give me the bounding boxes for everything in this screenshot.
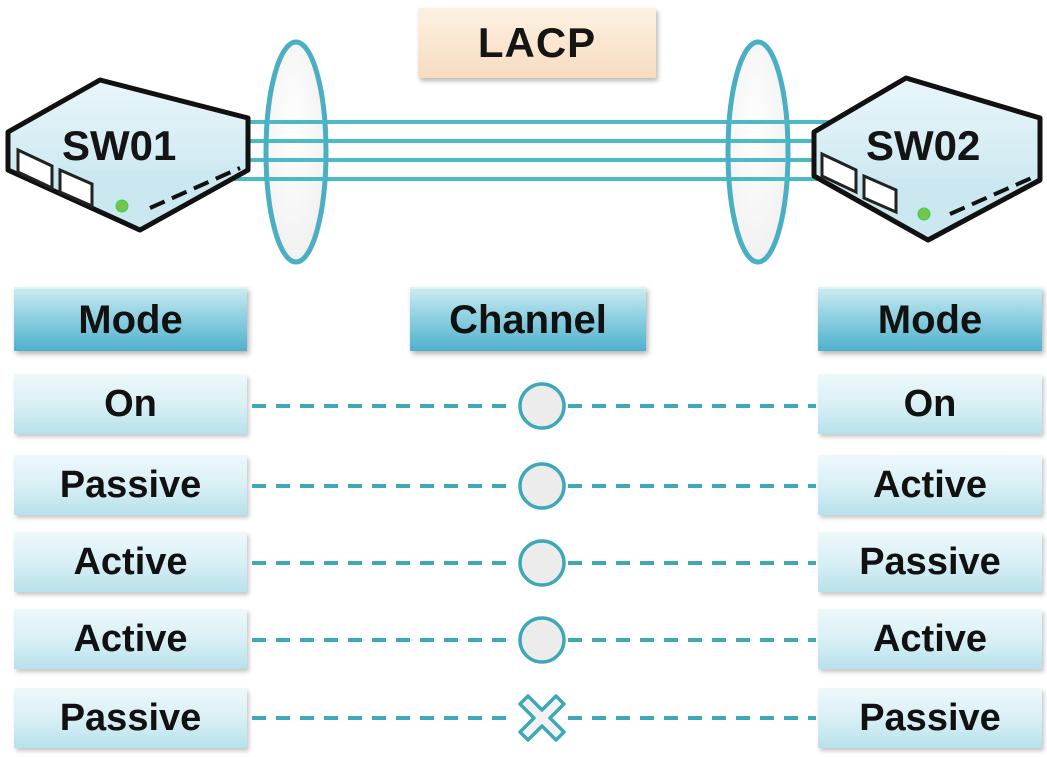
channel-established-circle-icon: [518, 382, 566, 430]
bundle-ellipse-right: [725, 39, 791, 265]
bundle-ellipse-left: [263, 39, 329, 265]
switch-left-label: SW01: [62, 122, 177, 169]
row-3-left-mode: Active: [14, 532, 247, 592]
header-channel: Channel: [410, 287, 646, 351]
row-5-left-mode: Passive: [14, 688, 247, 748]
channel-rows: [252, 382, 816, 742]
channel-row: [252, 694, 816, 742]
channel-row: [252, 462, 816, 510]
row-4-left-mode: Active: [14, 609, 247, 669]
row-3-right-mode: Passive: [818, 532, 1042, 592]
row-4-right-mode: Active: [818, 609, 1042, 669]
header-right-mode: Mode: [818, 287, 1042, 351]
switch-sw02-icon: [811, 75, 1043, 243]
row-1-left-mode: On: [14, 374, 247, 434]
switch-sw01-icon: [5, 77, 251, 233]
switch-right-label: SW02: [866, 122, 981, 169]
channel-row: [252, 382, 816, 430]
channel-established-circle-icon: [518, 616, 566, 664]
link-bundle-overlay: [268, 120, 788, 181]
channel-established-circle-icon: [518, 462, 566, 510]
row-5-right-mode: Passive: [818, 688, 1042, 748]
row-2-left-mode: Passive: [14, 455, 247, 515]
channel-failed-x-icon: [518, 694, 566, 742]
row-2-right-mode: Active: [818, 455, 1042, 515]
row-1-right-mode: On: [818, 374, 1042, 434]
channel-row: [252, 539, 816, 587]
header-left-mode: Mode: [14, 287, 247, 351]
channel-row: [252, 616, 816, 664]
diagram-title: LACP: [418, 8, 656, 78]
channel-established-circle-icon: [518, 539, 566, 587]
